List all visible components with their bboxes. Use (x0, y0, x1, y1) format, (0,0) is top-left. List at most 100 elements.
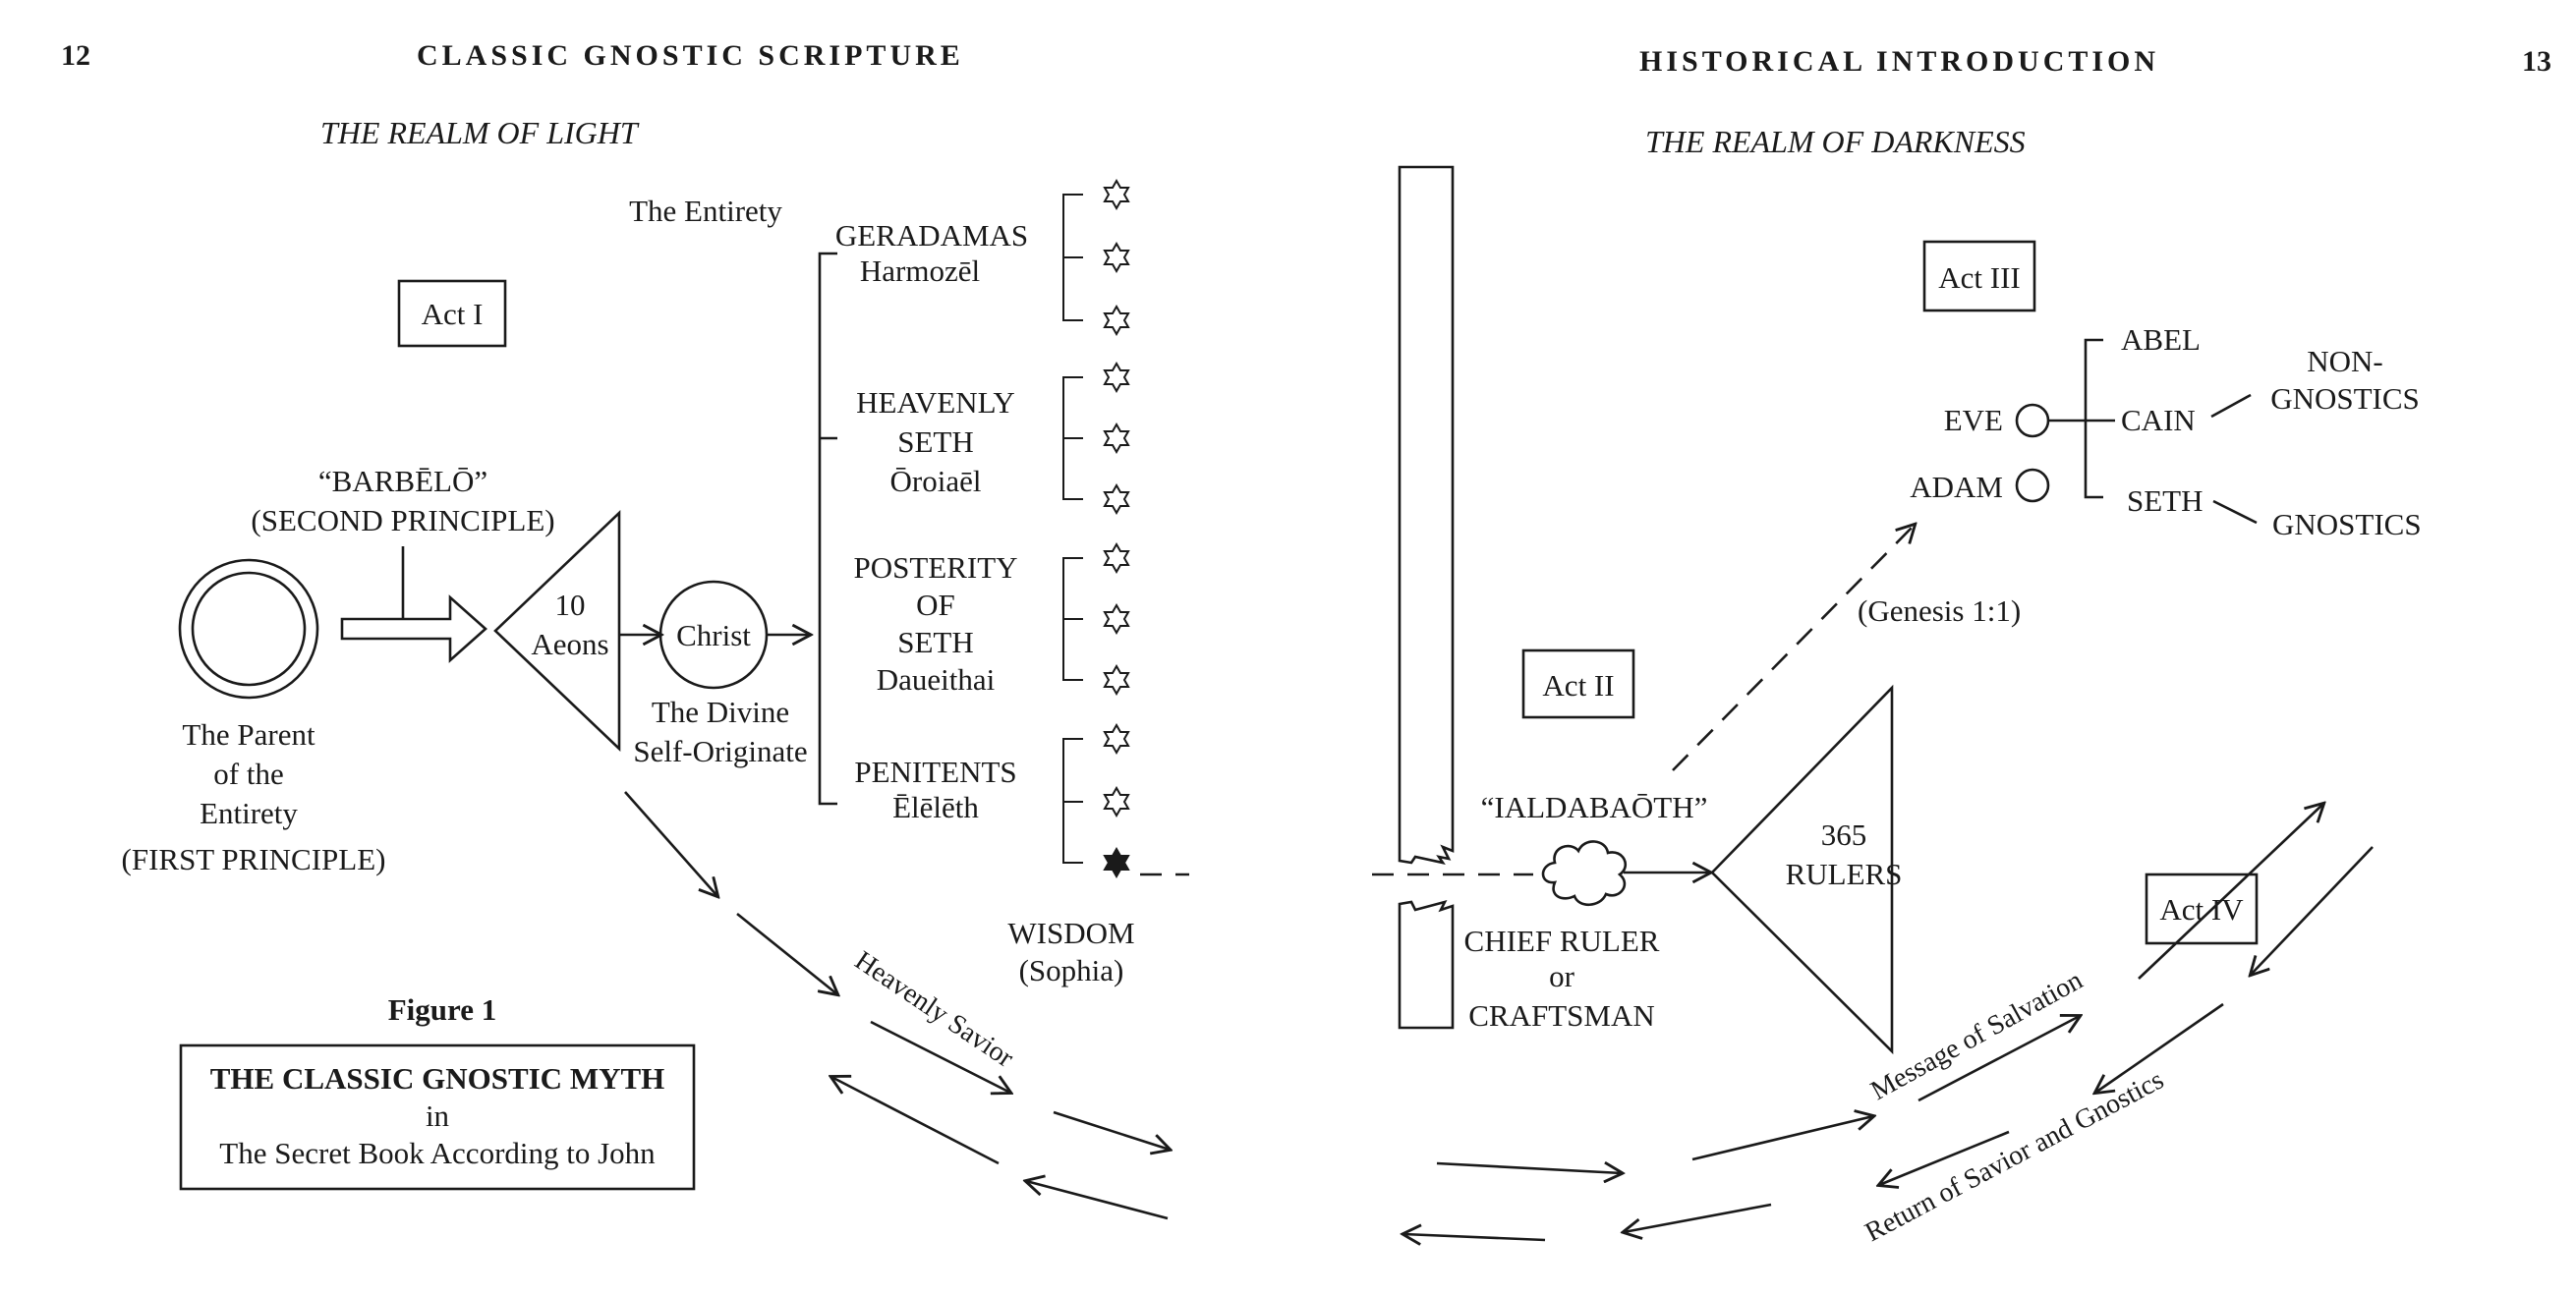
chief-ruler-line-1: CHIEF RULER (1464, 924, 1660, 958)
star-icon (1104, 363, 1129, 392)
parent-label-line-3: Entirety (200, 796, 298, 830)
barrier-upper (1398, 165, 1455, 865)
return-of-savior-label: Return of Savior and Gnostics (1860, 1065, 2169, 1249)
descent-arrow-1 (624, 791, 717, 896)
salvation-arrow-4 (2138, 804, 2323, 980)
descent-arrow-4 (1053, 1110, 1170, 1150)
self-originate-line-1: The Divine (652, 695, 789, 729)
return-arrow-1 (2251, 846, 2374, 975)
act-4-label: Act IV (2159, 892, 2244, 927)
aeons-triangle (493, 509, 621, 753)
return-arrow-4 (1624, 1203, 1772, 1232)
chief-ruler-line-3: CRAFTSMAN (1468, 998, 1655, 1033)
penitents-small-bracket (1062, 738, 1083, 864)
realm-of-darkness-title: THE REALM OF DARKNESS (1645, 124, 2026, 159)
eleleth-label: Ēlēlēth (892, 790, 979, 824)
act-3-label: Act III (1938, 260, 2020, 295)
sophia-label: (Sophia) (1019, 953, 1124, 987)
caption-subtitle: The Secret Book According to John (219, 1136, 656, 1170)
descent-arrow-3 (870, 1020, 1010, 1093)
message-of-salvation-label: Message of Salvation (1865, 965, 2088, 1106)
posterity-label: POSTERITY (853, 550, 1017, 585)
second-principle-label: (SECOND PRINCIPLE) (251, 503, 554, 537)
oroiael-label: Ōroiaēl (890, 464, 982, 498)
return-arrow-2 (2095, 1002, 2224, 1093)
entirety-label: The Entirety (629, 194, 782, 228)
christ-label: Christ (676, 618, 751, 652)
star-icon (1104, 543, 1129, 573)
posterity-small-bracket (1062, 557, 1083, 681)
act-4-box (2145, 873, 2259, 945)
descent-arrow-2 (736, 912, 837, 994)
emanation-hollow-arrow (340, 594, 487, 663)
return-arrow-5 (1403, 1234, 1546, 1240)
harmozel-label: Harmozēl (860, 254, 980, 288)
children-bracket (2084, 338, 2103, 499)
caption-title: THE CLASSIC GNOSTIC MYTH (210, 1061, 665, 1096)
seth-small-bracket (1062, 376, 1083, 500)
eve-circle (2015, 403, 2050, 438)
act-2-label: Act II (1542, 668, 1614, 703)
non-gnostics-line-2: GNOSTICS (2270, 381, 2420, 416)
left-running-head: CLASSIC GNOSTIC SCRIPTURE (417, 39, 964, 72)
seth-label: SETH (897, 424, 974, 459)
star-icon (1104, 180, 1129, 209)
star-icon (1104, 604, 1129, 634)
parent-label-line-1: The Parent (182, 717, 315, 752)
seth-to-gnostics-line (2212, 499, 2258, 525)
heavenly-label: HEAVENLY (856, 385, 1015, 420)
rulers-number: 365 (1821, 817, 1867, 852)
wisdom-star-icon (1103, 846, 1130, 879)
ascent-arrow-2 (1026, 1181, 1169, 1220)
star-icon (1104, 306, 1129, 335)
star-icon (1104, 484, 1129, 514)
geradamas-small-bracket (1062, 194, 1083, 321)
ialdabaoth-label: “IALDABAŌTH” (1481, 790, 1708, 824)
act-1-label: Act I (422, 297, 484, 331)
ialdabaoth-cloud-icon (1541, 840, 1627, 907)
cain-label: CAIN (2121, 403, 2196, 437)
adam-circle (2015, 468, 2050, 503)
act-2-box (1521, 648, 1635, 719)
act-1-box (397, 279, 507, 348)
star-icon (1104, 787, 1129, 817)
return-arrow-3 (1879, 1130, 2010, 1185)
star-icon (1104, 724, 1129, 754)
salvation-arrow-2 (1691, 1116, 1873, 1161)
realm-of-light-title: THE REALM OF LIGHT (320, 115, 640, 150)
act-3-box (1922, 240, 2036, 312)
salvation-arrow-3 (1918, 1016, 2080, 1102)
cain-to-nongnostics-line (2210, 393, 2252, 419)
star-icon (1104, 423, 1129, 453)
adam-label: ADAM (1910, 470, 2003, 504)
aeons-number: 10 (555, 588, 586, 622)
of-label: OF (916, 588, 955, 622)
penitents-label: PENITENTS (854, 755, 1016, 789)
gnostics-label: GNOSTICS (2272, 507, 2422, 541)
chief-ruler-line-2: or (1549, 959, 1575, 993)
wisdom-label: WISDOM (1007, 916, 1134, 950)
posterity-seth-label: SETH (897, 625, 974, 659)
aeons-word: Aeons (531, 627, 608, 661)
ascent-arrow-1 (831, 1077, 1000, 1165)
right-page-number: 13 (2522, 45, 2551, 78)
genesis-label: (Genesis 1:1) (1858, 593, 2021, 628)
barbelo-label: “BARBĒLŌ” (318, 464, 487, 498)
parent-inner-circle (191, 571, 307, 687)
abel-label: ABEL (2121, 322, 2201, 357)
parent-outer-circle (178, 558, 319, 700)
first-principle-label: (FIRST PRINCIPLE) (122, 842, 386, 876)
eve-label: EVE (1944, 403, 2003, 437)
parent-label-line-2: of the (213, 757, 283, 791)
genesis-dashed-arrow (1672, 525, 1915, 771)
right-running-head: HISTORICAL INTRODUCTION (1639, 45, 2159, 78)
caption-in: in (426, 1099, 450, 1133)
seth-child-label: SETH (2127, 483, 2204, 518)
rulers-label: RULERS (1786, 857, 1903, 891)
star-icon (1104, 665, 1129, 695)
star-icon (1104, 243, 1129, 272)
left-page-number: 12 (61, 39, 90, 72)
figure-label: Figure 1 (388, 992, 497, 1027)
caption-box (179, 1043, 696, 1191)
